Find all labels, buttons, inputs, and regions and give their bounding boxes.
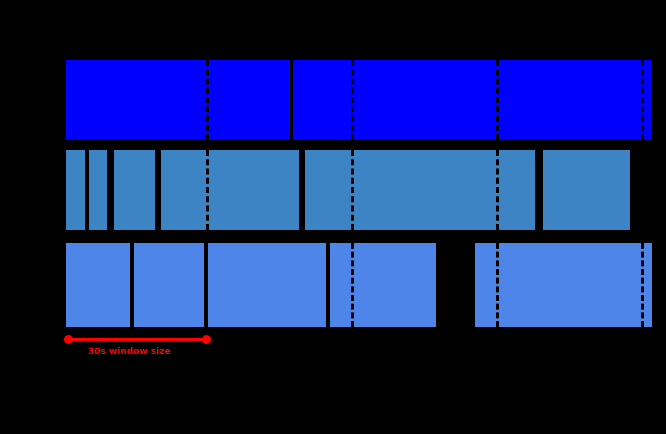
timeline-segment [66, 150, 85, 230]
timeline-segment [66, 60, 290, 140]
timeline-segment [543, 150, 630, 230]
window-boundary-dashed-line [351, 150, 354, 230]
window-size-annotation: 30s window size [0, 335, 666, 368]
timeline-segment [66, 243, 130, 327]
window-boundary-dashed-line [206, 60, 209, 140]
timeline-segment [208, 243, 326, 327]
timeline-segment [475, 243, 652, 327]
timeline-segment [89, 150, 107, 230]
timeline-row-middle [0, 150, 666, 230]
timeline-segment [293, 60, 652, 140]
timeline-segment [161, 150, 299, 230]
window-boundary-dashed-line [496, 60, 499, 140]
window-boundary-dashed-line [496, 243, 499, 327]
timeline-segment [134, 243, 204, 327]
window-boundary-dashed-line [496, 150, 499, 230]
window-boundary-dashed-line [641, 243, 644, 327]
timeline-row-bottom [0, 243, 666, 327]
timeline-segment [330, 243, 436, 327]
window-boundary-dashed-line [641, 60, 644, 140]
window-size-arrow-end-marker [202, 335, 211, 344]
window-boundary-dashed-line [206, 150, 209, 230]
window-size-arrow-line [68, 338, 206, 341]
timeline-segment [305, 150, 535, 230]
timeline-row-top [0, 60, 666, 140]
window-boundary-dashed-line [351, 60, 354, 140]
timeline-segment [114, 150, 155, 230]
window-size-label: 30s window size [88, 347, 171, 357]
window-boundary-dashed-line [351, 243, 354, 327]
window-size-arrow-start-marker [64, 335, 73, 344]
